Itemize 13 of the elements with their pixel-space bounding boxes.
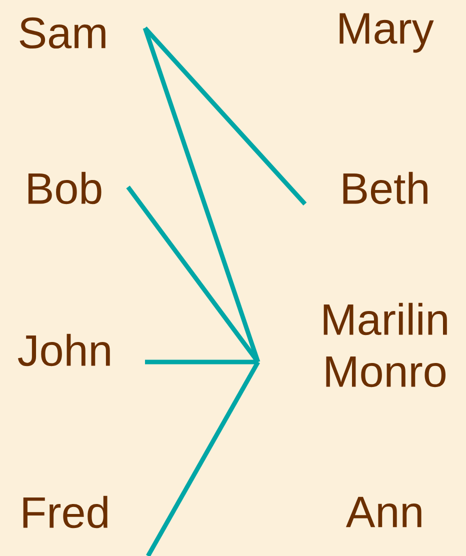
name-label: Marilin Monro [324, 302, 447, 388]
connector-line [145, 360, 258, 364]
connector-line [142, 27, 260, 363]
connector-line [126, 186, 260, 364]
name-label: Sam [20, 17, 106, 49]
name-label: John [18, 334, 110, 366]
connector-line [143, 26, 307, 206]
name-label: Beth [343, 172, 428, 204]
name-label: Ann [346, 496, 422, 528]
name-label: Fred [23, 496, 108, 528]
connector-line [146, 360, 260, 556]
name-label: Bob [28, 172, 102, 204]
name-label: Mary [340, 13, 434, 53]
